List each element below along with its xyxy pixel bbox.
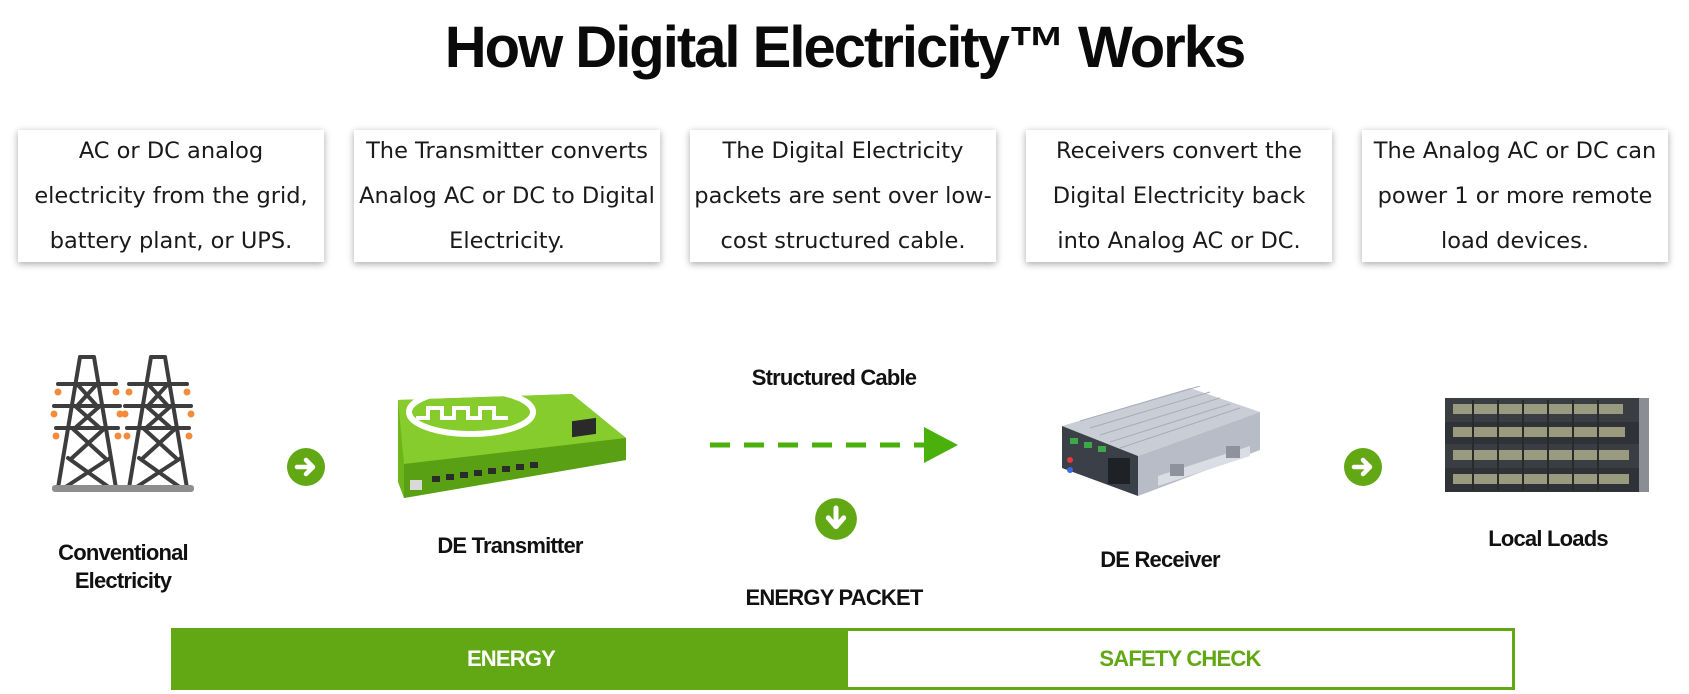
step-text: The Digital Electricity packets are sent… (694, 137, 992, 254)
step-text: AC or DC analog electricity from the gri… (34, 137, 308, 254)
step-card-cable: The Digital Electricity packets are sent… (690, 130, 996, 262)
cable-label: Structured Cable (751, 365, 917, 390)
receiver-device-icon (1062, 386, 1260, 496)
step-card-receiver: Receivers convert the Digital Electricit… (1026, 130, 1332, 262)
arrow-right-circle-icon (287, 448, 325, 486)
transmitter-label: DE Transmitter (437, 533, 583, 558)
network-switch-stack-icon (1445, 398, 1649, 492)
cable-arrow-icon (710, 427, 958, 463)
receiver-label: DE Receiver (1100, 547, 1220, 572)
source-label: Conventional Electricity (38, 539, 208, 595)
step-card-loads: The Analog AC or DC can power 1 or more … (1362, 130, 1668, 262)
transmitter-device-icon (398, 394, 626, 498)
source-label-line2: Electricity (74, 568, 172, 593)
energy-segment: ENERGY (174, 631, 848, 687)
step-card-source: AC or DC analog electricity from the gri… (18, 130, 324, 262)
step-text: Receivers convert the Digital Electricit… (1052, 137, 1306, 254)
loads-label: Local Loads (1488, 526, 1608, 551)
step-card-transmitter: The Transmitter converts Analog AC or DC… (354, 130, 660, 262)
energy-safety-bar: ENERGY SAFETY CHECK (171, 628, 1515, 690)
page-title: How Digital Electricity™ Works (444, 15, 1246, 80)
safety-check-segment: SAFETY CHECK (848, 631, 1512, 687)
arrow-right-circle-icon (1344, 448, 1382, 486)
source-label-line1: Conventional (58, 540, 189, 565)
arrow-down-circle-icon (815, 498, 857, 540)
step-text: The Analog AC or DC can power 1 or more … (1373, 137, 1657, 254)
energy-packet-label: ENERGY PACKET (745, 585, 923, 610)
transmission-tower-icon (50, 355, 195, 492)
step-text: The Transmitter converts Analog AC or DC… (359, 137, 655, 254)
